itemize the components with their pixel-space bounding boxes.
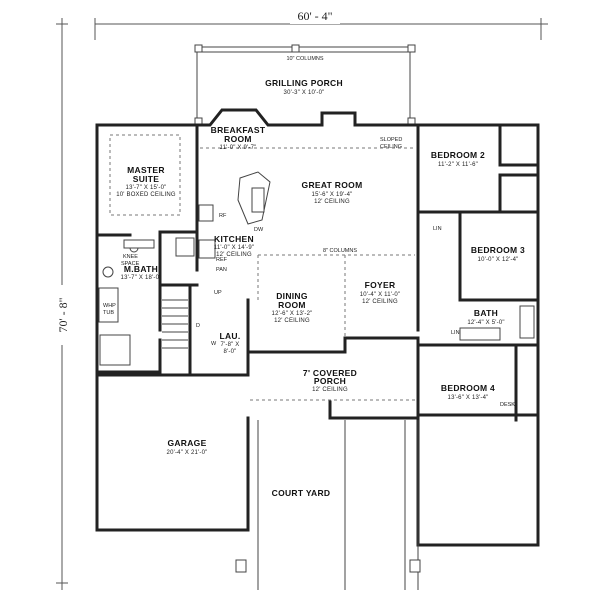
great-room-note: 12' CEILING (314, 199, 350, 205)
width-dimension: 60' - 4" (297, 9, 332, 23)
covered-porch-name-1: 7' COVERED (303, 368, 357, 378)
master-name-1: MASTER (127, 165, 165, 175)
mbath-name: M.BATH (124, 264, 158, 274)
rf-note: RF (219, 213, 227, 219)
desk-note: DESK (500, 402, 515, 408)
kitchen-name: KITCHEN (214, 234, 254, 244)
columns-10-note: 10" COLUMNS (286, 56, 323, 62)
laundry-size-2: 8'-0" (224, 349, 237, 355)
bath-name: BATH (474, 308, 498, 318)
bath-size: 12'-4" X 5'-0" (467, 320, 504, 326)
bedroom3-name: BEDROOM 3 (471, 245, 525, 255)
kitchen-fixtures (175, 171, 271, 259)
dining-note: 12' CEILING (274, 318, 310, 324)
kitchen-size: 11'-0" X 14'-9" (214, 245, 254, 251)
dining-name-2: ROOM (278, 300, 306, 310)
foyer-size: 10'-4" X 11'-0" (360, 292, 400, 298)
garage-name: GARAGE (167, 438, 206, 448)
bedroom4-name: BEDROOM 4 (441, 383, 495, 393)
garage-size: 20'-4" X 21'-0" (167, 450, 208, 456)
laundry-size: 7'-8" X (220, 342, 239, 348)
master-name-2: SUITE (133, 174, 160, 184)
columns-8-note: 8" COLUMNS (323, 248, 357, 254)
grilling-porch (194, 44, 416, 126)
dining-name-1: DINING (276, 291, 308, 301)
breakfast-name-2: ROOM (224, 134, 252, 144)
lin-note-1: LIN (433, 226, 442, 232)
ref-note: REF (216, 257, 228, 263)
sloped-note-1: SLOPED (380, 137, 402, 143)
whp-note-1: WHP (103, 303, 116, 309)
breakfast-size: 11'-0" X 9'-7" (220, 145, 257, 151)
whp-note-2: TUB (103, 310, 114, 316)
bedroom3-size: 10'-0" X 12'-4" (478, 257, 519, 263)
knee-note-2: SPACE (121, 261, 140, 267)
interior-walls (95, 123, 540, 422)
bedroom4-size: 13'-6" X 13'-4" (448, 395, 489, 401)
dw-note: DW (254, 227, 264, 233)
pan-note: PAN (216, 267, 227, 273)
covered-porch-name-2: PORCH (314, 376, 346, 386)
depth-dimension: 70' - 8" (56, 297, 70, 332)
courtyard-name: COURT YARD (272, 488, 331, 498)
knee-note-1: KNEE (123, 254, 138, 260)
laundry-name: LAU. (219, 331, 240, 341)
kitchen-note: 12' CEILING (216, 252, 252, 258)
great-room-size: 15'-6" X 19'-4" (312, 192, 353, 198)
courtyard (235, 420, 421, 590)
sloped-note-2: CEILING (380, 144, 402, 150)
lin-note-2: LIN (451, 330, 460, 336)
breakfast-name-1: BREAKFAST (211, 125, 266, 135)
bath-fixtures (98, 239, 535, 366)
foyer-name: FOYER (365, 280, 396, 290)
great-room-name: GREAT ROOM (302, 180, 363, 190)
up-note: UP (214, 290, 222, 296)
grilling-porch-size: 30'-3" X 10'-0" (284, 90, 325, 96)
w-note: W (211, 341, 217, 347)
master-size: 13'-7" X 15'-0" (126, 185, 167, 191)
ceiling-lines (109, 134, 415, 401)
foyer-note: 12' CEILING (362, 299, 398, 305)
grilling-porch-name: GRILLING PORCH (265, 78, 343, 88)
master-note: 10' BOXED CEILING (116, 192, 176, 198)
mbath-size: 13'-7" X 18'-0" (121, 275, 162, 281)
stairs (162, 299, 188, 349)
bedroom2-name: BEDROOM 2 (431, 150, 485, 160)
d-note: D (196, 323, 200, 329)
bedroom2-size: 11'-2" X 11'-6" (438, 162, 478, 168)
dining-size: 12'-6" X 13'-2" (272, 311, 313, 317)
covered-porch-note: 12' CEILING (312, 387, 348, 393)
